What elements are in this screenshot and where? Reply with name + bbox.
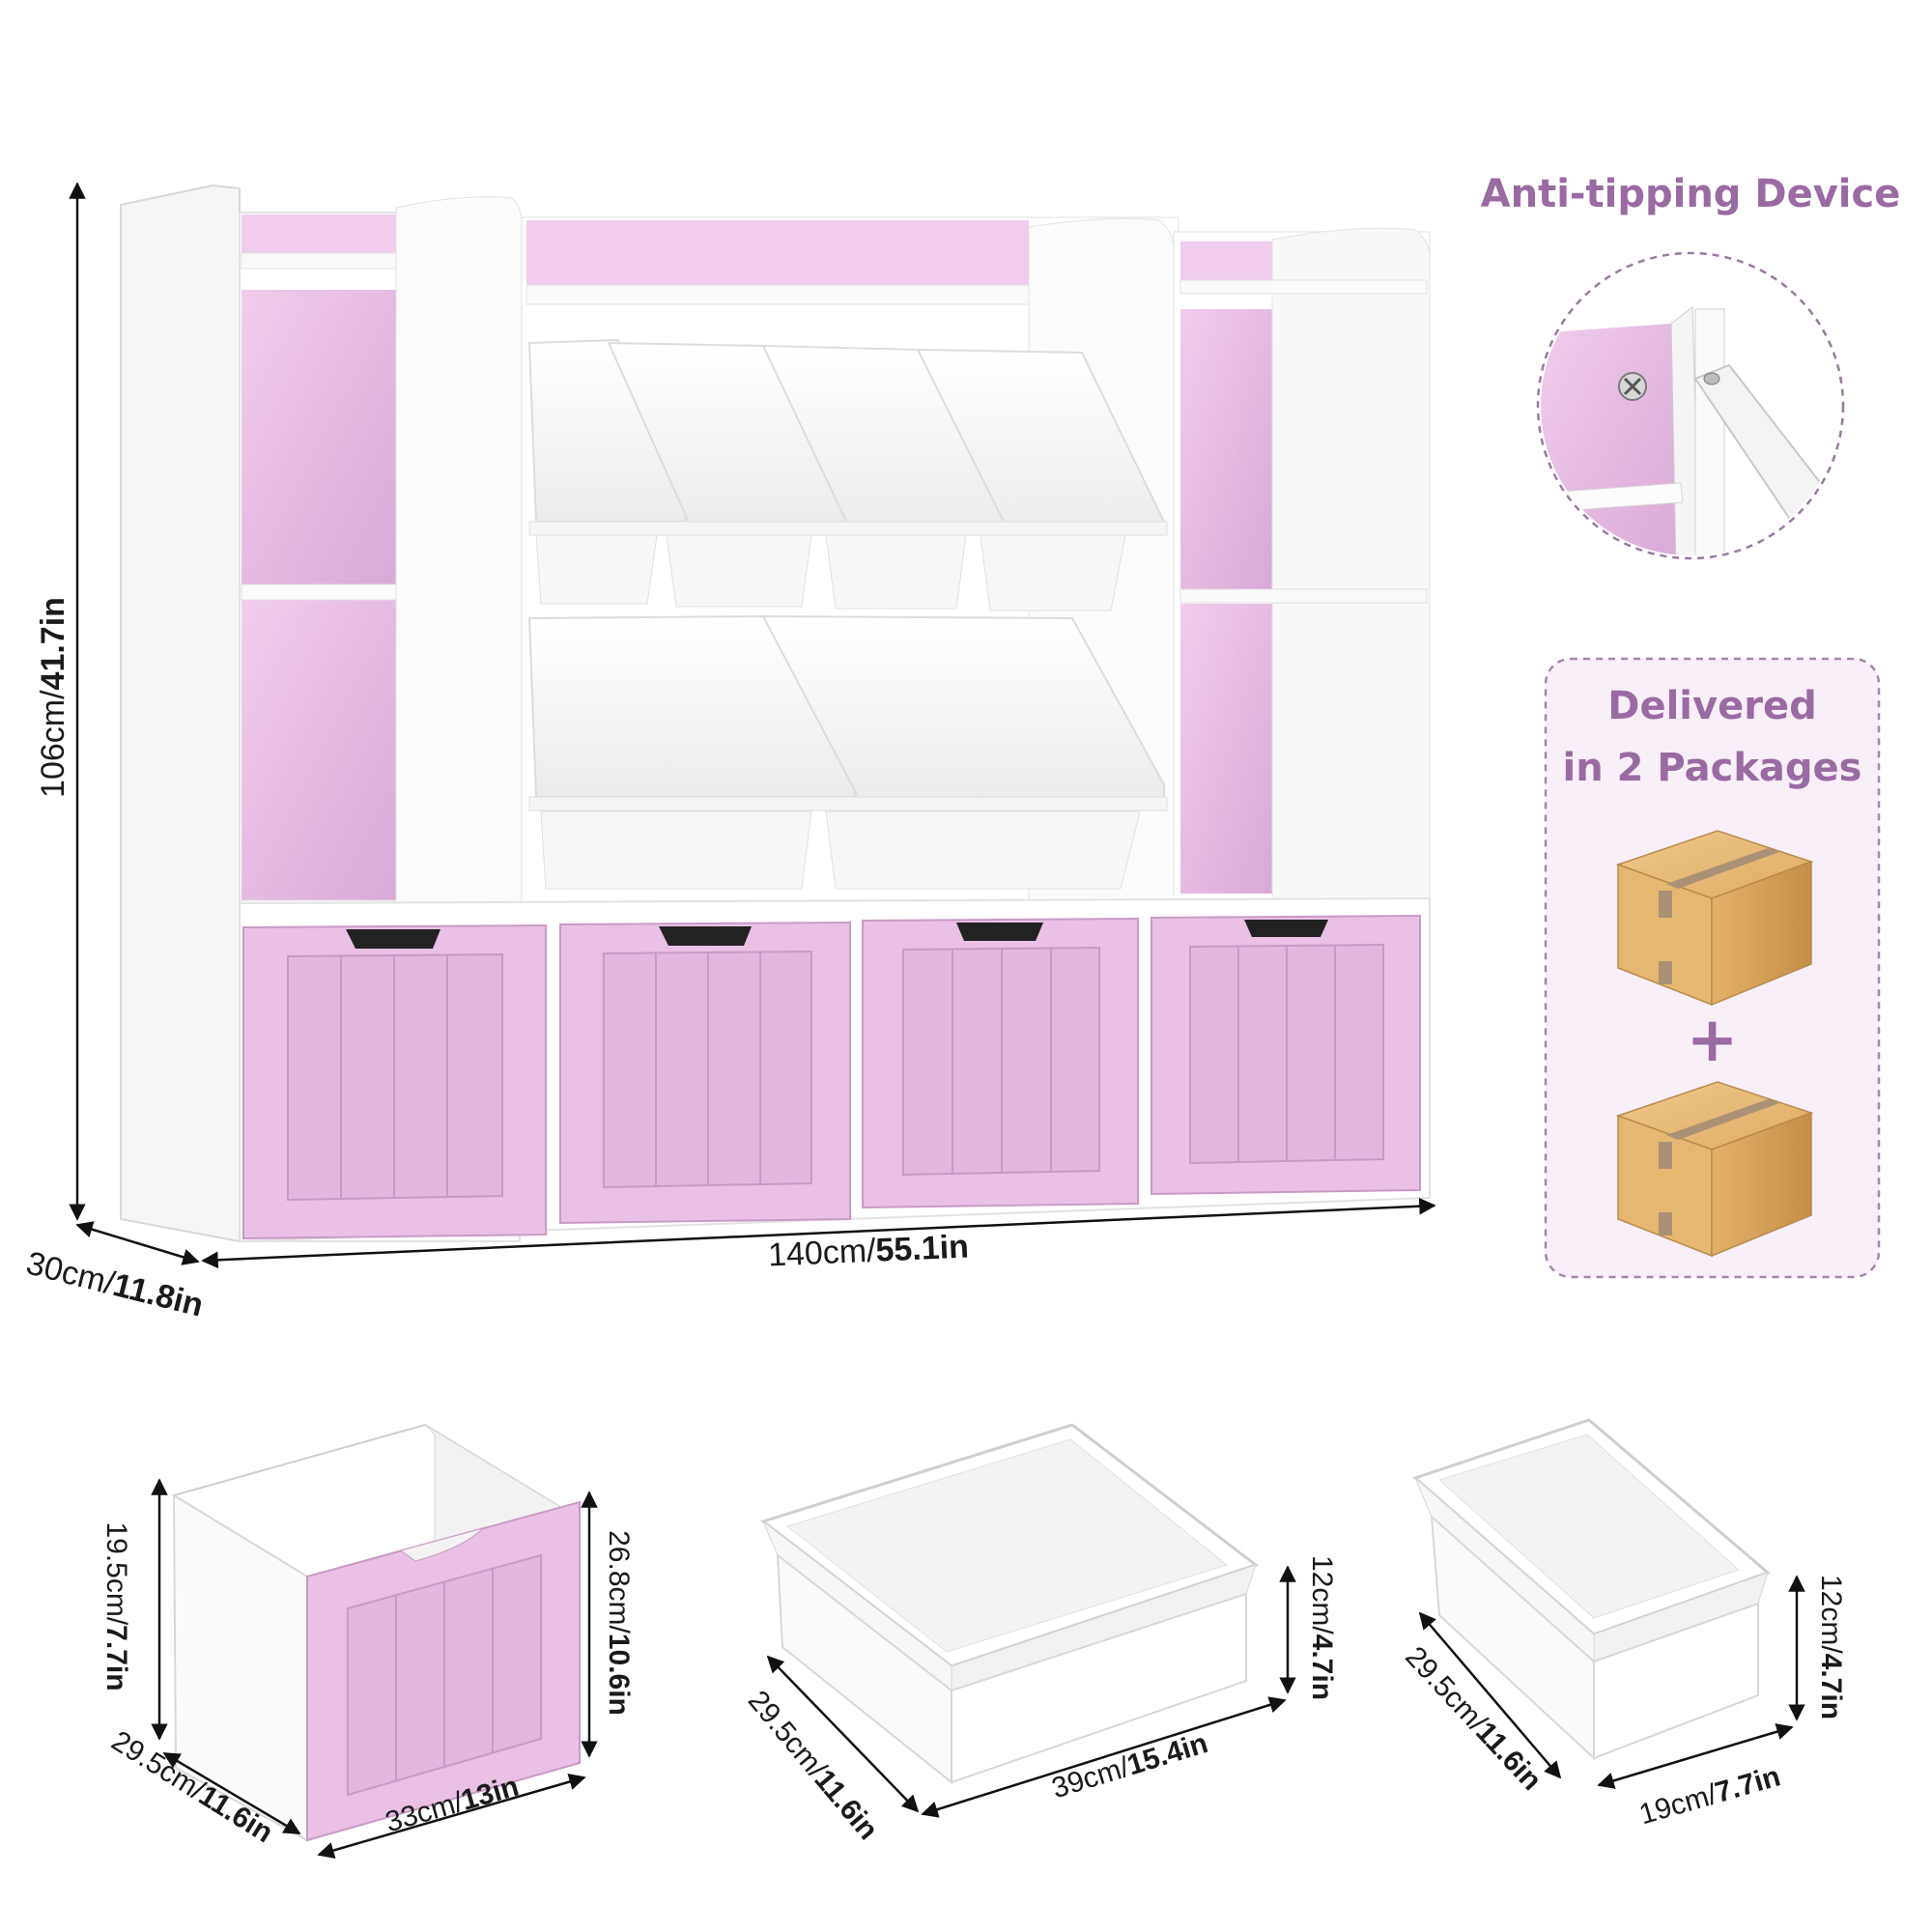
drawer-height-front-metric: 26.8cm/ bbox=[603, 1530, 635, 1634]
screw-icon bbox=[1618, 372, 1647, 401]
drawer-height-front-imperial: 10.6in bbox=[603, 1633, 635, 1716]
cardboard-box-icon bbox=[1615, 830, 1814, 1007]
depth-dimension-line bbox=[75, 1221, 200, 1265]
drawer-height-back-label: 19.5cm/7.7in bbox=[100, 1481, 132, 1732]
drawer-height-front-label: 26.8cm/10.6in bbox=[603, 1492, 635, 1753]
delivery-panel bbox=[1544, 657, 1881, 1279]
drawer-height-back-imperial: 7.7in bbox=[100, 1625, 132, 1691]
anti-tipping-title: Anti-tipping Device bbox=[1480, 172, 1901, 216]
delivery-plus-sign: + bbox=[1686, 1005, 1739, 1076]
shelf-width-imperial: 55.1in bbox=[874, 1228, 970, 1269]
shelf-height-label: 106cm/41.7in bbox=[35, 553, 71, 842]
small-bin-height-label: 12cm/4.7in bbox=[1815, 1550, 1847, 1744]
drawer-front-4 bbox=[1151, 914, 1421, 1196]
small-bin-height-metric: 12cm/ bbox=[1815, 1574, 1847, 1654]
drawer-front-3 bbox=[862, 917, 1139, 1209]
drawer-depth-line bbox=[162, 1751, 301, 1835]
delivery-title-line1: Delivered bbox=[1607, 684, 1817, 728]
large-bin-depth-line bbox=[766, 1655, 920, 1813]
drawer-front-2 bbox=[559, 921, 851, 1225]
bin-row-upper bbox=[527, 338, 1168, 611]
small-bin-width-line bbox=[1597, 1723, 1794, 1789]
drawer-front-1 bbox=[242, 923, 547, 1240]
toy-storage-shelf bbox=[120, 184, 1431, 1243]
large-bin-height-metric: 12cm/ bbox=[1306, 1554, 1338, 1634]
shelf-width-label: 140cm/55.1in bbox=[767, 1228, 970, 1274]
shelf-width-metric: 140cm/ bbox=[767, 1232, 877, 1274]
small-bin-depth-line bbox=[1418, 1611, 1562, 1779]
drawer-illustration bbox=[171, 1423, 581, 1842]
cardboard-box-icon bbox=[1615, 1081, 1814, 1258]
delivery-title-line2: in 2 Packages bbox=[1562, 746, 1862, 790]
shelf-height-imperial: 41.7in bbox=[35, 597, 71, 691]
drawer-width-line bbox=[317, 1773, 586, 1860]
width-dimension-line bbox=[201, 1197, 1436, 1269]
large-bin-width-line bbox=[921, 1696, 1287, 1818]
large-bin-height-imperial: 4.7in bbox=[1306, 1634, 1338, 1701]
shelf-height-metric: 106cm/ bbox=[35, 690, 71, 798]
large-bin-height-label: 12cm/4.7in bbox=[1306, 1531, 1338, 1724]
small-bin-height-imperial: 4.7in bbox=[1815, 1653, 1847, 1720]
anti-tipping-callout bbox=[1536, 251, 1845, 560]
drawer-height-back-metric: 19.5cm/ bbox=[100, 1521, 132, 1626]
bin-row-lower bbox=[527, 614, 1168, 890]
